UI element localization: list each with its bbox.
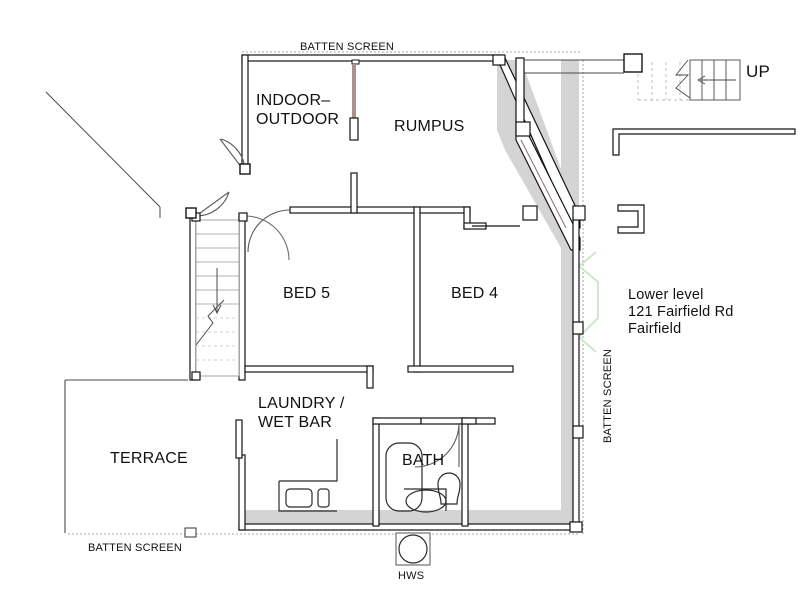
stair-connection-line (524, 53, 643, 74)
fixtures (278, 439, 461, 513)
title-block-line-1: Lower level (628, 287, 704, 303)
site-boundary-lines (45, 91, 161, 218)
room-label-bed-4: BED 4 (451, 285, 499, 302)
hot-water-system-unit (395, 532, 431, 566)
external-wall-fragments (612, 128, 796, 234)
door-jambs (184, 54, 586, 538)
title-block-line-2: 121 Fairfield Rd (628, 304, 734, 321)
green-overlay-outline (578, 251, 599, 353)
title-block-line-3: Fairfield (628, 321, 682, 338)
annotation-stair-up: UP (746, 62, 771, 81)
wall-detail-lines (520, 139, 567, 229)
annotation-batten-screen-top: BATTEN SCREEN (300, 41, 395, 53)
room-label-laundry-wetbar: LAUNDRY / WET BAR (258, 395, 345, 431)
batten-screen-lines (68, 51, 584, 535)
internal-stair-flight (195, 219, 240, 377)
annotation-batten-screen-bottom: BATTEN SCREEN (88, 542, 183, 554)
room-label-bath: BATH (402, 452, 445, 469)
room-label-indoor-outdoor: INDOOR– OUTDOOR (256, 92, 340, 128)
upper-stair-flight (637, 59, 741, 101)
room-label-bed-5: BED 5 (283, 285, 331, 302)
terrace-outline (64, 379, 188, 533)
annotation-batten-screen-right: BATTEN SCREEN (602, 348, 614, 443)
annotation-hws: HWS (398, 570, 425, 582)
room-label-rumpus: RUMPUS (394, 118, 465, 135)
room-label-terrace: TERRACE (110, 450, 188, 467)
